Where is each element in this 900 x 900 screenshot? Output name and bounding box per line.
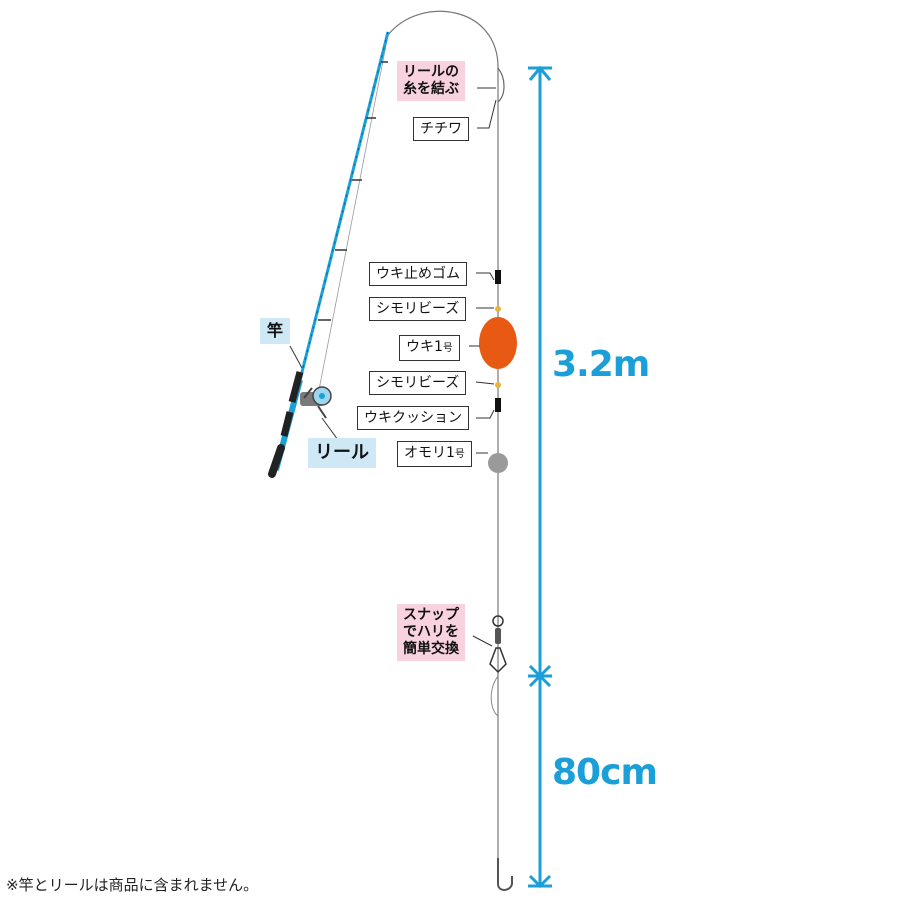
leader-loop [490,675,499,717]
hook [497,858,513,891]
reel-tag: リール [308,438,376,468]
beads-bottom-label: シモリビーズ [369,371,467,395]
measure-upper-label: 3.2m [552,344,650,385]
footnote: ※竿とリールは商品に含まれません。 [6,876,259,894]
chichiwa-loop [497,67,505,103]
chichiwa-label: チチワ [413,117,469,141]
beads-top-label: シモリビーズ [369,297,467,321]
cushion-label: ウキクッション [357,406,469,430]
rod-tag: 竿 [260,318,290,344]
beads-top [495,306,501,312]
sinker [488,453,508,473]
rod [268,31,390,478]
main-line [387,10,499,870]
beads-bottom [495,382,501,388]
label-connectors [469,87,497,647]
sinker-label: オモリ1号 [397,441,472,467]
float-cushion [495,398,501,412]
reel-tie-note: リールの 糸を結ぶ [397,61,465,101]
reel [300,386,332,419]
measure-upper [528,65,552,676]
rod-line [317,34,389,396]
snap-swivel [489,615,507,674]
measure-lower [528,664,552,889]
measure-lower-label: 80cm [552,752,658,793]
float-label: ウキ1号 [399,335,460,361]
snap-note: スナップ でハリを 簡単交換 [397,604,465,661]
float [479,317,517,369]
stopper-label: ウキ止めゴム [369,262,467,286]
stopper-rubber [495,270,501,284]
